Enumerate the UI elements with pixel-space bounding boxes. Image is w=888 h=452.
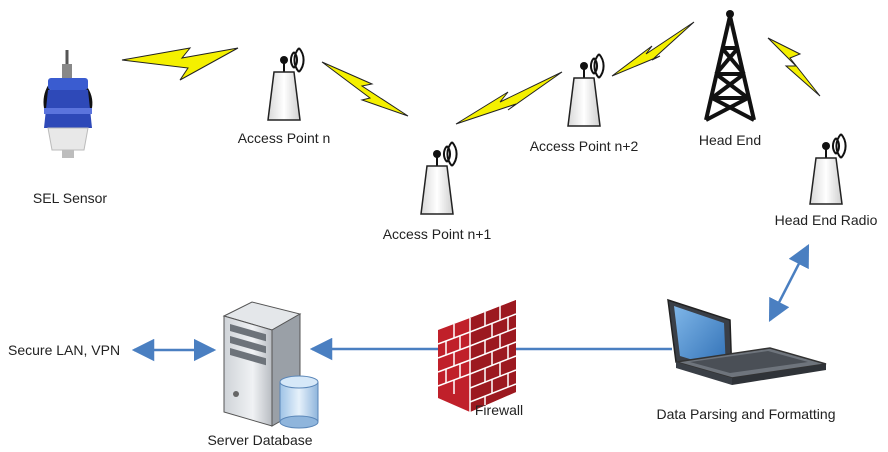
label-firewall: Firewall (474, 402, 524, 418)
laptop-icon (667, 298, 827, 385)
wireless-link-apn2-headend (611, 21, 695, 77)
label-server-database: Server Database (207, 432, 313, 448)
wireless-link-apn-apn1 (321, 61, 409, 117)
firewall-icon (437, 300, 517, 412)
access-point-icon (420, 141, 458, 215)
wireless-link-headend-radio (767, 37, 821, 97)
server-icon (222, 301, 302, 427)
access-point-icon (267, 47, 305, 121)
wireless-link-apn1-apn2 (455, 71, 563, 125)
link-radio-laptop (768, 243, 810, 323)
label-head-end-radio: Head End Radio (774, 212, 878, 228)
database-icon (279, 375, 319, 429)
label-access-point-n: Access Point n (237, 130, 331, 146)
label-data-parsing: Data Parsing and Formatting (656, 406, 836, 422)
label-head-end: Head End (698, 132, 762, 148)
access-point-icon (567, 53, 605, 127)
label-sel-sensor: SEL Sensor (32, 190, 108, 206)
label-access-point-n2: Access Point n+2 (529, 138, 639, 154)
sensor-icon (43, 50, 93, 158)
radio-tower-icon (704, 10, 756, 122)
label-access-point-n1: Access Point n+1 (382, 226, 492, 242)
access-point-icon (809, 133, 847, 205)
wireless-link-sensor-apn (121, 47, 239, 81)
label-secure-lan: Secure LAN, VPN (8, 342, 121, 358)
